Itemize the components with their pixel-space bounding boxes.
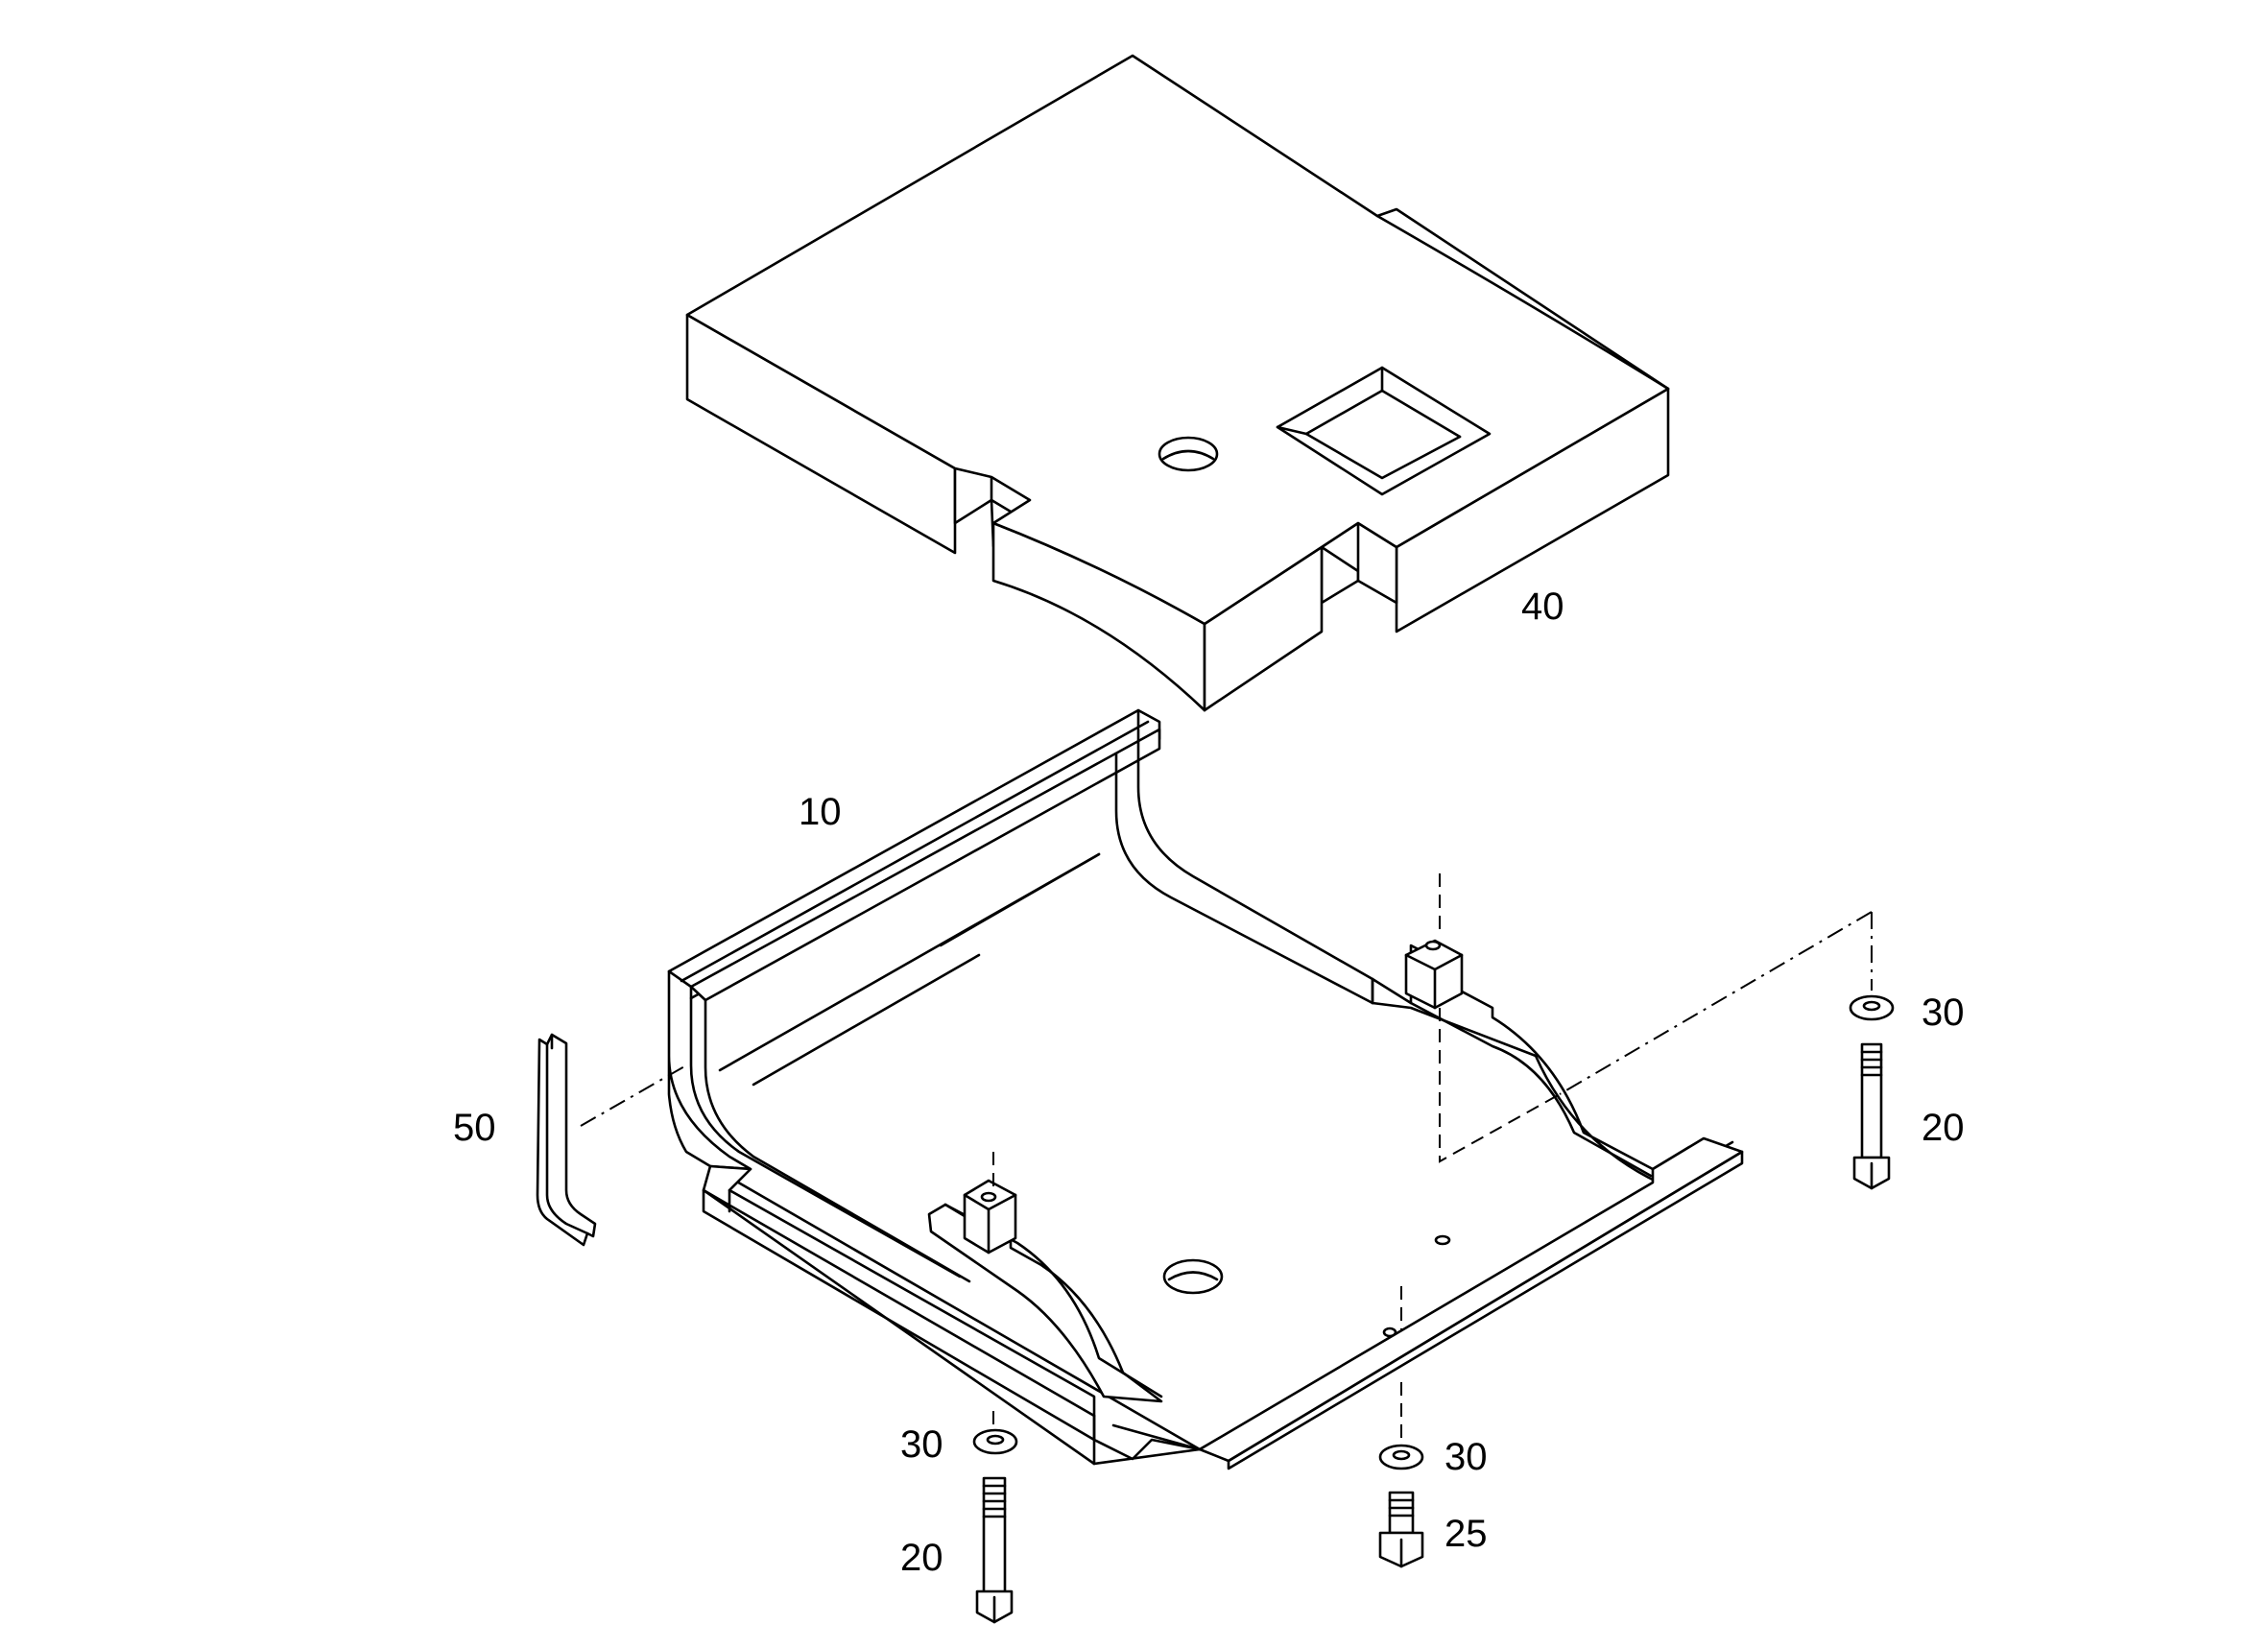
callout-washer-right: 30 (1922, 992, 1965, 1034)
edge-trim-part (536, 1033, 597, 1247)
washer-right (1849, 994, 1895, 1021)
tray-part (667, 708, 1744, 1470)
callout-cover-pad: 40 (1521, 586, 1564, 628)
washer-left (972, 1428, 1018, 1455)
callout-washer-left: 30 (900, 1423, 943, 1466)
callout-bolt-left: 20 (900, 1537, 943, 1579)
callout-washer-center: 30 (1444, 1436, 1488, 1478)
screw-center (1378, 1491, 1424, 1568)
bolt-right (1852, 1042, 1891, 1190)
assembly-center-lines (580, 873, 1873, 1445)
cover-pad-part (685, 54, 1670, 712)
bolt-left (975, 1476, 1014, 1624)
callout-bolt-right: 20 (1922, 1107, 1965, 1149)
callout-edge-trim: 50 (453, 1107, 496, 1149)
callout-tray: 10 (799, 791, 842, 833)
washer-center (1378, 1444, 1424, 1470)
callout-screw-center: 25 (1444, 1513, 1488, 1555)
